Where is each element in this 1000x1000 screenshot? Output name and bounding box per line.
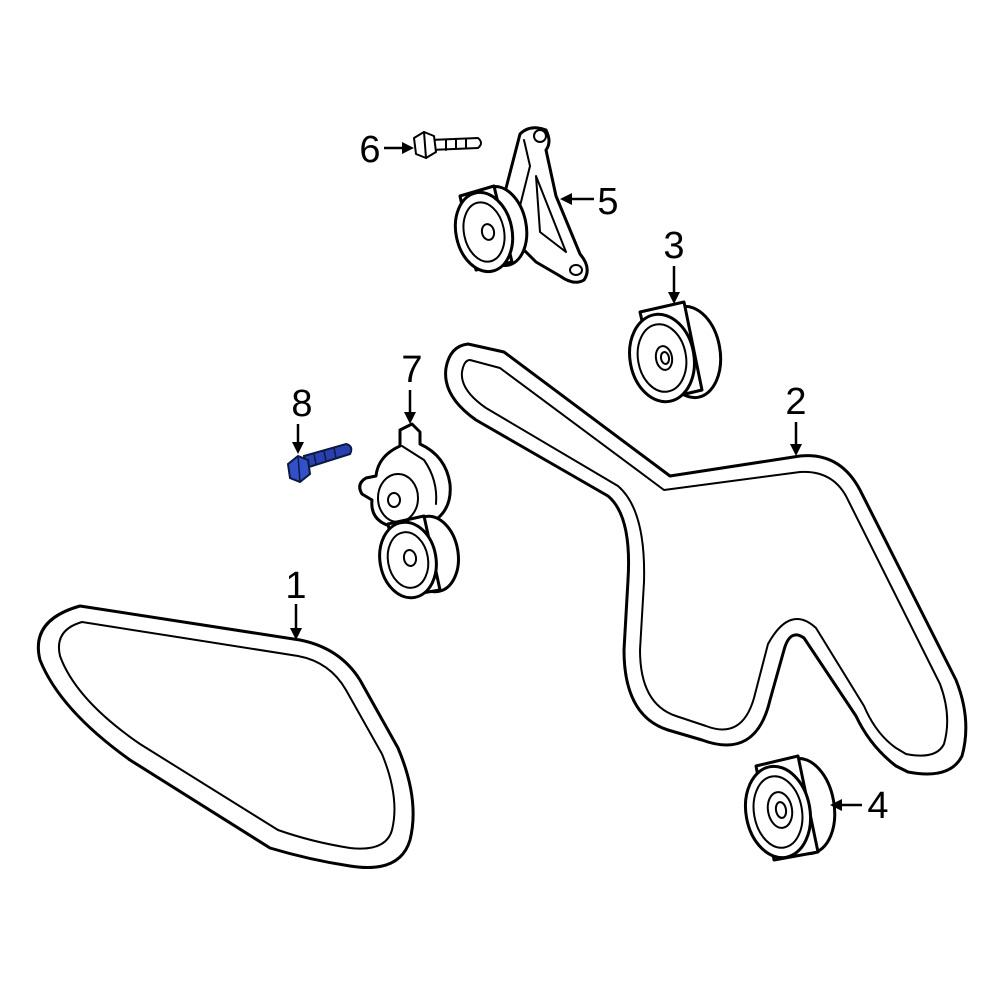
belt-2[interactable]	[444, 342, 968, 776]
callout-4: 4	[830, 785, 889, 827]
callout-7: 7	[401, 349, 423, 424]
callout-6-label: 6	[359, 129, 380, 171]
callout-1: 1	[285, 565, 307, 640]
callout-5-label: 5	[597, 181, 618, 223]
bracket-pulley-5[interactable]	[448, 126, 589, 284]
idler-pulley-3[interactable]	[623, 300, 728, 406]
bolt-8[interactable]	[286, 442, 353, 484]
callout-2: 2	[785, 381, 807, 456]
idler-pulley-4[interactable]	[738, 754, 841, 863]
bolt-6[interactable]	[413, 131, 482, 159]
callout-1-label: 1	[285, 565, 306, 607]
callout-8: 8	[291, 383, 313, 454]
callout-2-label: 2	[785, 381, 806, 423]
callout-8-label: 8	[291, 383, 312, 425]
belt-1[interactable]	[36, 604, 415, 869]
callout-3: 3	[663, 225, 685, 304]
callout-5: 5	[560, 181, 619, 223]
callout-3-label: 3	[663, 225, 684, 267]
callout-4-label: 4	[867, 785, 888, 827]
tensioner-7[interactable]	[358, 422, 464, 602]
callout-7-label: 7	[401, 349, 422, 391]
callout-6: 6	[359, 129, 414, 171]
